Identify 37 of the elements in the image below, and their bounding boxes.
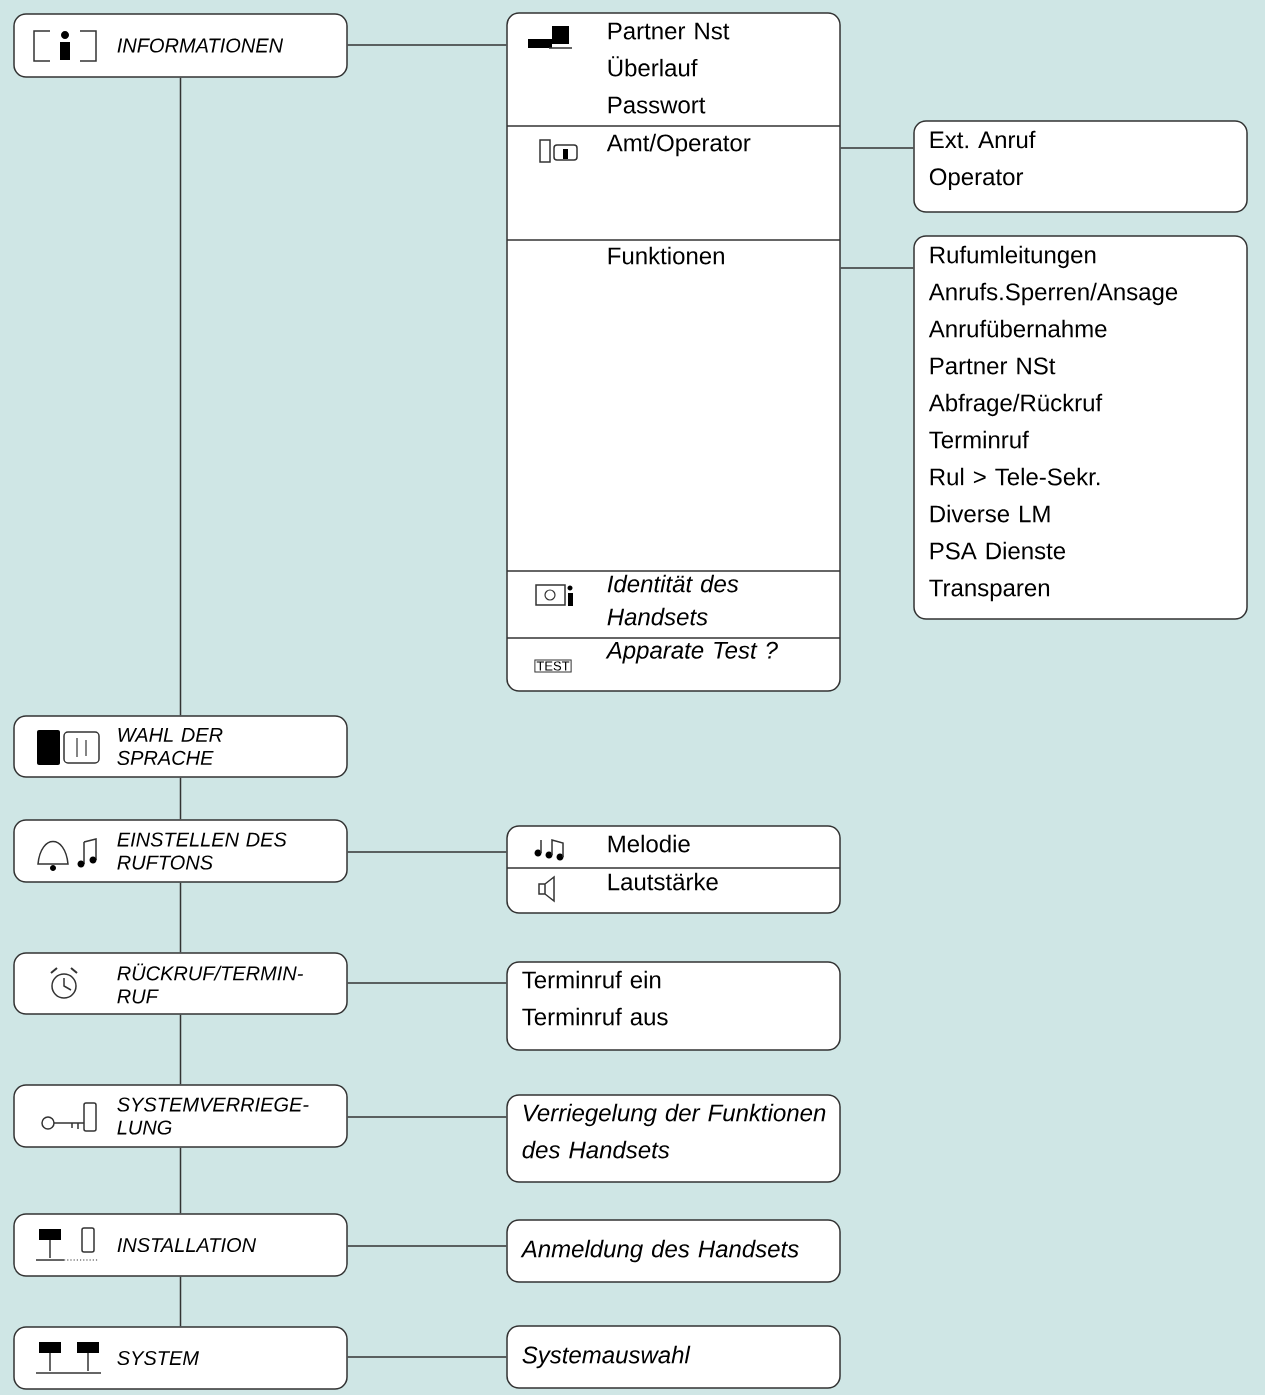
connector-line [347,1356,507,1358]
menu-box: EINSTELLEN DES RUFTONS [13,819,348,883]
menu-row: TEST Apparate Test ? [506,637,841,673]
connector-line [179,77,182,716]
connector-line [347,982,507,984]
menu-box: INSTALLATION [13,1213,348,1277]
menu-box: Verriegelung der Funktionen des Handsets [506,1094,841,1183]
menu-box: INFORMATIONEN [13,13,348,78]
menu-row: Identität des Handsets [506,570,841,626]
menu-row: Melodie [608,834,690,853]
menu-box: WAHL DER SPRACHE [13,715,348,778]
connector-line [347,44,507,46]
menu-box: Anmeldung des Handsets [506,1219,841,1283]
menu-box: RÜCKRUF/TERMIN-RUF [13,952,348,1015]
connector-line [179,777,182,820]
menu-box [506,12,841,692]
connector-line [347,1116,507,1118]
connector-line [347,851,507,853]
menu-box: SYSTEM [13,1326,348,1390]
menu-box: Terminruf ein Terminruf aus [506,961,841,1051]
connector-line [347,1245,507,1247]
node-label: Apparate Test ? [605,641,778,664]
menu-box: Rufumleitungen Anrufs.Sperren/Ansage Anrufübernahme Partner NSt Abfrage/Rückruf Terminruf Rul > Tele-Sekr. Diverse LM PSA Dienste Transparen [913,235,1248,620]
menu-row: Partner Nst Überlauf Passwort [608,22,730,114]
menu-row: Funktionen [506,239,841,265]
menu-box: SYSTEMVERRIEGE-LUNG [13,1084,348,1148]
connector-line [840,267,914,269]
connector-line [179,1276,182,1327]
connector-line [179,882,182,953]
menu-row: Lautstärke [506,867,841,891]
menu-row: Amt/Operator [506,125,841,157]
connector-line [840,147,914,149]
menu-box: Ext. Anruf Operator [913,120,1248,213]
menu-box: Systemauswahl [506,1325,841,1389]
menu-box [506,825,841,914]
connector-line [179,1014,182,1085]
connector-line [179,1147,182,1214]
